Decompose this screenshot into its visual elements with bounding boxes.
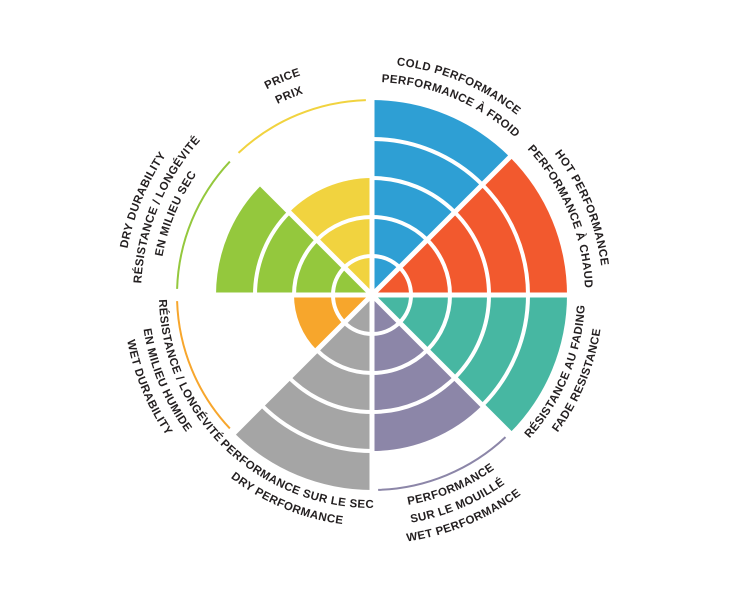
level-ring (292, 238, 319, 296)
sector-cold-performance (372, 100, 510, 295)
level-ring (371, 176, 457, 214)
sector-divider (370, 293, 516, 439)
level-ring (398, 266, 413, 296)
level-ring (425, 294, 452, 352)
sector-label-price-line1: PRIX (274, 85, 305, 107)
max-guide-arc-wet-performance (378, 436, 507, 491)
sector-price (289, 178, 372, 295)
level-ring (253, 210, 291, 296)
level-ring (453, 294, 491, 380)
sector-divider (370, 151, 516, 297)
sector-divider (228, 151, 374, 297)
max-guide-arc-wet-durability (176, 301, 231, 430)
sector-wet-durability (294, 295, 372, 351)
sector-fade-resistance (372, 295, 567, 433)
level-ring (453, 210, 491, 296)
level-ring (343, 254, 373, 269)
level-ring (315, 348, 373, 375)
level-ring (331, 294, 346, 324)
max-guide-arc-price (237, 99, 366, 154)
level-ring (480, 294, 530, 407)
level-ring (331, 266, 346, 296)
sector-divider (228, 293, 374, 439)
level-ring (315, 215, 373, 242)
level-ring (287, 376, 373, 414)
level-ring (398, 294, 413, 324)
max-guide-arc-dry-durability (176, 160, 231, 289)
level-ring (260, 403, 373, 453)
level-ring (371, 376, 457, 414)
level-ring (371, 348, 429, 375)
level-ring (371, 321, 401, 336)
level-ring (343, 321, 373, 336)
level-ring (425, 238, 452, 296)
level-ring (371, 137, 484, 187)
level-ring (480, 183, 530, 296)
level-ring (371, 254, 401, 269)
sector-dry-durability (216, 184, 372, 295)
sector-dry-performance (234, 295, 372, 490)
sector-hot-performance (372, 157, 567, 295)
sector-wet-performance (372, 295, 483, 451)
level-ring (371, 215, 429, 242)
